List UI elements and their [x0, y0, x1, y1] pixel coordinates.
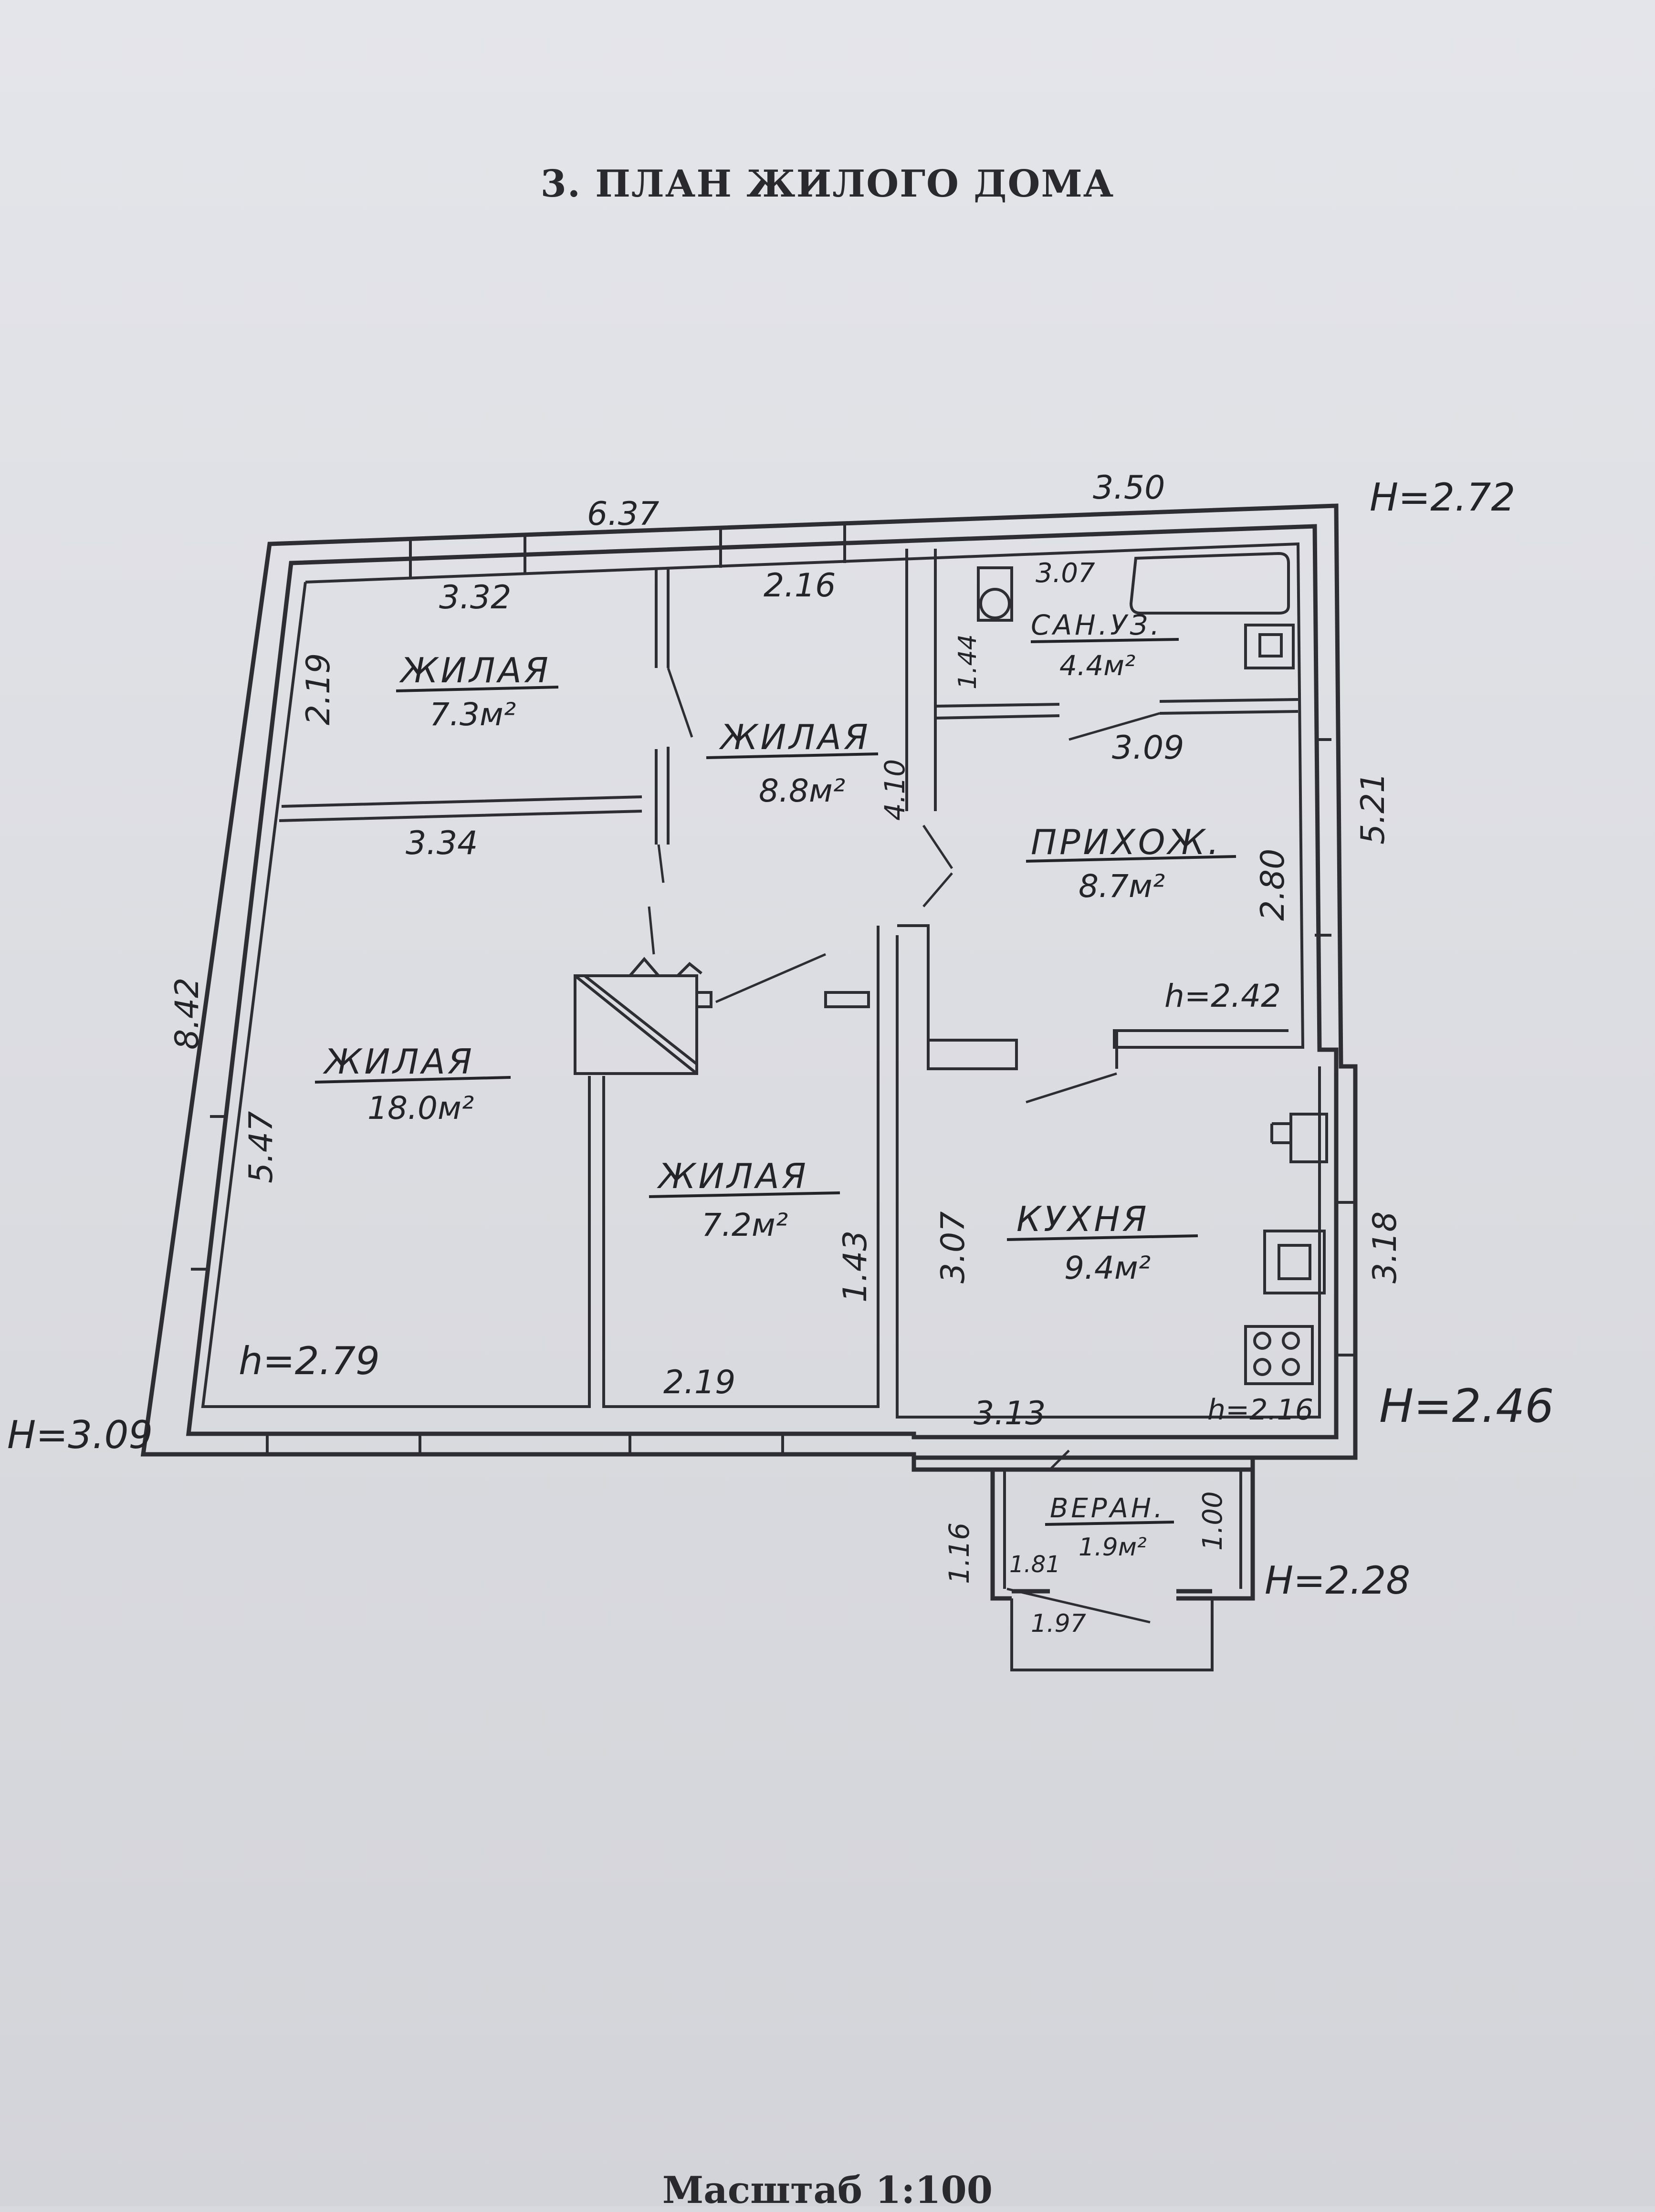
dimension-label: 3.18	[1366, 1211, 1404, 1283]
height-label: Н=2.46	[1379, 1379, 1554, 1433]
dimension-label: 5.47	[242, 1111, 280, 1183]
room-label-veranda: ВЕРАН. 1.9м²	[1045, 1493, 1174, 1562]
interior-partitions	[279, 549, 1299, 1070]
toilet-icon	[977, 566, 1013, 622]
dimension-label: 3.07	[1036, 558, 1095, 589]
dimension-label: 2.19	[663, 1364, 735, 1401]
room-area: 18.0м²	[367, 1090, 474, 1127]
scale-caption: Масштаб 1:100	[662, 2169, 993, 2212]
document-title: 3. ПЛАН ЖИЛОГО ДОМА	[540, 162, 1115, 206]
room-label-living-2: ЖИЛАЯ 8.8м²	[706, 717, 879, 809]
exterior-walls	[140, 503, 1358, 1460]
kitchen-cabinet-icon	[1263, 1230, 1326, 1294]
window-marks	[191, 525, 1355, 1454]
room-name: ВЕРАН.	[1050, 1493, 1165, 1524]
dimension-label: 2.16	[764, 567, 836, 605]
dimension-label: 3.34	[406, 824, 478, 862]
height-markers: Н=2.72 Н=3.09 Н=2.46 Н=2.28 h=2.79 h=2.4…	[7, 475, 1554, 1603]
height-label: h=2.16	[1207, 1393, 1313, 1427]
dimension-label: 1.00	[1197, 1491, 1228, 1551]
height-label: h=2.42	[1164, 978, 1281, 1014]
height-label: Н=3.09	[7, 1413, 153, 1457]
dimension-label: 1.43	[837, 1231, 874, 1303]
room-name: КУХНЯ	[1016, 1199, 1149, 1239]
kitchen-sink-icon	[1270, 1113, 1328, 1163]
room-area: 8.7м²	[1079, 868, 1165, 905]
dimension-label: 3.07	[934, 1211, 972, 1283]
room-label-bathroom: САН.УЗ. 4.4м²	[1030, 609, 1179, 682]
room-label-living-4: ЖИЛАЯ 7.2м²	[649, 1156, 840, 1243]
dimension-label: 4.10	[879, 759, 911, 821]
door-swings	[648, 668, 1160, 1624]
height-label: Н=2.72	[1370, 475, 1515, 520]
room-area: 1.9м²	[1079, 1533, 1147, 1562]
height-label: Н=2.28	[1265, 1558, 1410, 1603]
dimension-label: 8.42	[168, 978, 206, 1050]
room-name: САН.УЗ.	[1031, 609, 1162, 641]
dimension-labels: 6.37 3.50 3.32 2.16 3.07 3.09 3.34 2.19 …	[168, 469, 1404, 1638]
height-label: h=2.79	[239, 1339, 380, 1383]
dimension-label: 1.81	[1009, 1551, 1060, 1578]
bathtub-icon	[1129, 552, 1290, 615]
room-area: 7.2м²	[702, 1207, 788, 1243]
room-label-living-1: ЖИЛАЯ 7.3м²	[396, 650, 559, 733]
room-name: ЖИЛАЯ	[323, 1042, 475, 1082]
room-label-hallway: ПРИХОЖ. 8.7м²	[1026, 822, 1236, 905]
room-name: ЖИЛАЯ	[719, 717, 871, 757]
dimension-label: 3.32	[439, 579, 511, 616]
room-area: 7.3м²	[429, 696, 516, 733]
dimension-label: 1.44	[953, 634, 982, 689]
dimension-label: 3.50	[1093, 469, 1165, 507]
room-name: ПРИХОЖ.	[1031, 822, 1222, 862]
dimension-label: 2.19	[300, 653, 337, 725]
dimension-label: 1.97	[1031, 1609, 1086, 1638]
cooktop-icon	[1244, 1325, 1314, 1385]
dimension-label: 1.16	[943, 1523, 975, 1584]
dimension-label: 3.09	[1112, 729, 1184, 767]
room-area: 4.4м²	[1059, 649, 1135, 682]
room-name: ЖИЛАЯ	[399, 650, 551, 690]
stove-icon	[574, 957, 712, 1075]
dimension-label: 5.21	[1354, 772, 1392, 845]
dimension-label: 3.13	[974, 1395, 1046, 1432]
room-label-kitchen: КУХНЯ 9.4м²	[1006, 1199, 1198, 1286]
dimension-label: 2.80	[1254, 849, 1292, 921]
room-label-living-3: ЖИЛАЯ 18.0м²	[314, 1042, 511, 1127]
room-name: ЖИЛАЯ	[657, 1156, 809, 1196]
room-area: 8.8м²	[759, 772, 845, 809]
room-area: 9.4м²	[1064, 1250, 1151, 1286]
washbasin-icon	[1244, 624, 1295, 669]
dimension-label: 6.37	[587, 495, 659, 533]
